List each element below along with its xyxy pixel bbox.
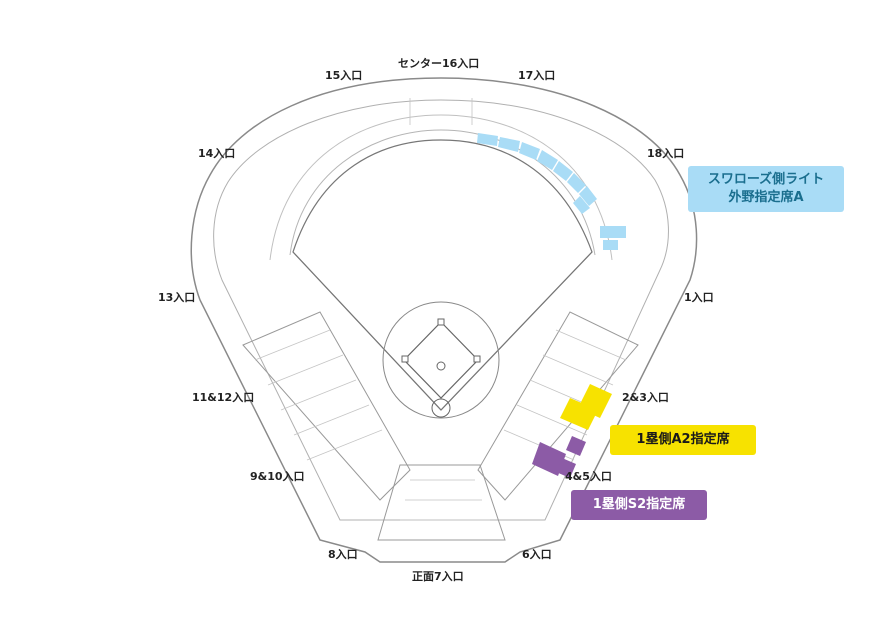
gate-center-16-label: センター16入口 <box>398 57 480 70</box>
first-base-s2-seats[interactable] <box>532 436 586 478</box>
badge-light-line1: スワローズ側ライト <box>707 172 825 187</box>
right-outfield-reserved-a-seats[interactable] <box>477 133 626 250</box>
third-base-stands <box>242 311 411 501</box>
gate-11-12-label: 11&12入口 <box>192 391 255 404</box>
stadium-inner-ring <box>213 99 669 521</box>
gate-2-3-label: 2&3入口 <box>622 391 669 404</box>
outfield-seating-row2 <box>269 114 613 261</box>
outfield-seating <box>289 129 596 256</box>
diamond <box>403 321 479 399</box>
first-base-line <box>440 251 593 411</box>
home-plate-area <box>431 398 451 418</box>
pitchers-mound <box>436 361 446 371</box>
third-base-line <box>292 251 442 411</box>
gate-17-label: 17入口 <box>518 69 556 82</box>
gate-13-label: 13入口 <box>158 291 196 304</box>
gate-6-label: 6入口 <box>522 548 552 561</box>
gate-15-label: 15入口 <box>325 69 363 82</box>
infield-dirt <box>382 301 500 419</box>
badge-light-line2: 外野指定席A <box>728 190 804 205</box>
gate-1-label: 1入口 <box>684 291 714 304</box>
second-base <box>437 318 445 326</box>
first-base-a2-seats[interactable] <box>560 384 612 430</box>
third-base <box>401 355 409 363</box>
gate-18-label: 18入口 <box>647 147 685 160</box>
first-base <box>473 355 481 363</box>
first-base-a2-badge[interactable]: 1塁側A2指定席 <box>610 425 756 455</box>
gate-14-label: 14入口 <box>198 147 236 160</box>
gate-4-5-label: 4&5入口 <box>565 470 612 483</box>
backstop-stands <box>377 464 506 541</box>
gate-8-label: 8入口 <box>328 548 358 561</box>
playing-field <box>292 139 593 411</box>
gate-main-7-label: 正面7入口 <box>412 570 464 583</box>
first-base-s2-badge[interactable]: 1塁側S2指定席 <box>571 490 707 520</box>
gate-9-10-label: 9&10入口 <box>250 470 305 483</box>
right-outfield-reserved-a-badge[interactable]: スワローズ側ライト 外野指定席A <box>688 166 844 212</box>
seat-grid <box>254 98 627 521</box>
